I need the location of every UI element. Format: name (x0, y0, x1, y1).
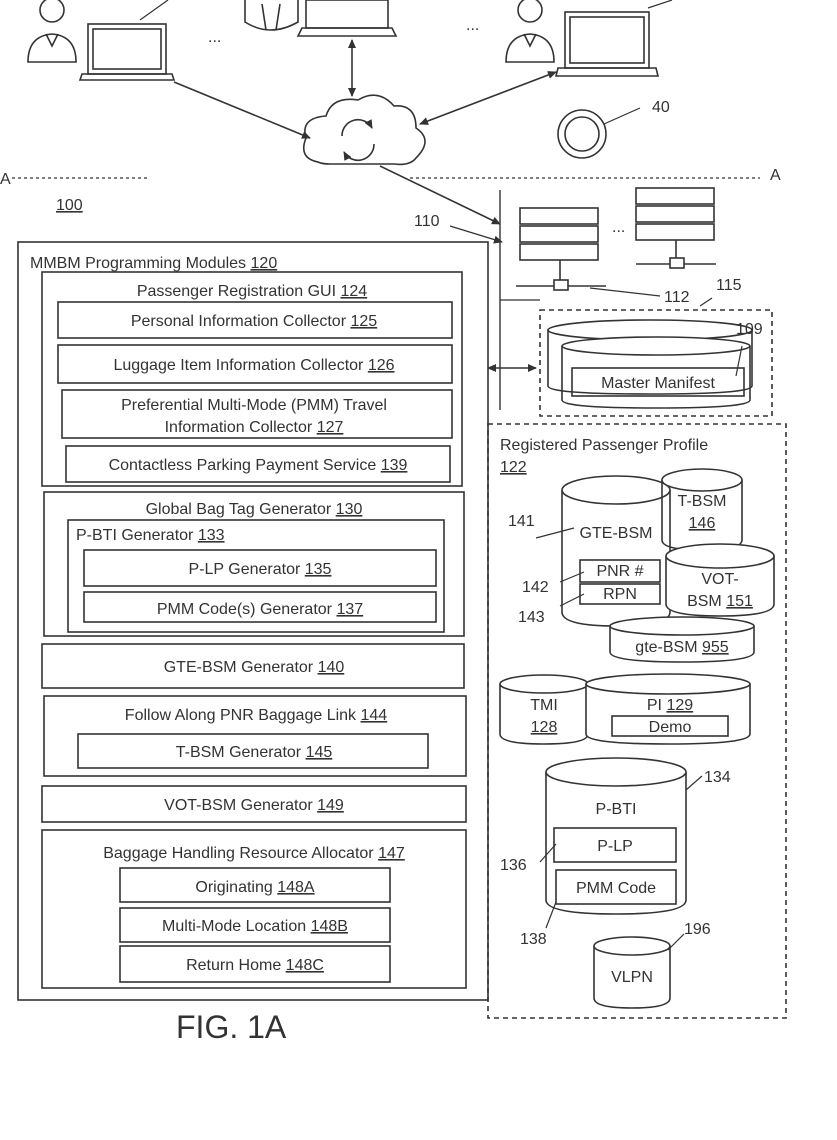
pmm-code-generator: PMM Code(s) Generator 137 (157, 601, 363, 618)
pmm-travel-collector-line1: Preferential Multi-Mode (PMM) Travel (121, 397, 387, 414)
follow-along-title: Follow Along PNR Baggage Link 144 (125, 707, 388, 724)
ref-112: 112 (664, 289, 690, 306)
parking-payment-service: Contactless Parking Payment Service 139 (109, 457, 408, 474)
tbsm-label: T-BSM (678, 493, 727, 510)
user-left-icon (28, 0, 76, 62)
vot-bsm-generator: VOT-BSM Generator 149 (164, 797, 344, 814)
global-bag-tag-title: Global Bag Tag Generator 130 (146, 501, 363, 518)
profile-title: Registered Passenger Profile (500, 437, 708, 454)
gte-bsm-label: GTE-BSM (580, 525, 653, 542)
pnr-label: PNR # (596, 563, 643, 580)
servers-ellipsis: ... (612, 219, 625, 236)
section-marker-right: A (770, 167, 781, 184)
gte-bsm-cylinder (562, 476, 670, 626)
vlpn-label: VLPN (611, 969, 653, 986)
device-ring-icon (558, 110, 606, 158)
server-right-icon (636, 188, 716, 268)
modules-title: MMBM Programming Modules 120 (30, 255, 277, 272)
ref-196: 196 (684, 921, 711, 938)
cloud-network-icon (304, 95, 425, 164)
section-marker-left: A (0, 171, 11, 188)
laptop-right-icon (556, 12, 658, 76)
allocator-multi-mode: Multi-Mode Location 148B (162, 918, 348, 935)
registration-gui-box (42, 272, 462, 486)
figure-caption: FIG. 1A (176, 1009, 287, 1045)
ref-143: 143 (518, 609, 545, 626)
user-center-icon (245, 0, 298, 30)
laptop-center-icon (298, 0, 396, 36)
luggage-info-collector: Luggage Item Information Collector 126 (113, 357, 394, 374)
pbti-generator-title: P-BTI Generator 133 (76, 527, 225, 544)
master-manifest-label: Master Manifest (601, 375, 715, 392)
resource-allocator-title: Baggage Handling Resource Allocator 147 (103, 845, 405, 862)
user-right-icon (506, 0, 554, 62)
vot-bsm-label-line1: VOT- (701, 571, 738, 588)
laptop-left-icon (80, 24, 174, 80)
plp-generator: P-LP Generator 135 (189, 561, 332, 578)
master-manifest-database (548, 320, 752, 408)
rpn-label: RPN (603, 586, 637, 603)
ref-142: 142 (522, 579, 549, 596)
gte-bsm-small-label: gte-BSM 955 (635, 639, 729, 656)
allocator-return-home: Return Home 148C (186, 957, 324, 974)
tmi-ref: 128 (531, 719, 558, 736)
pmm-code-label: PMM Code (576, 880, 656, 897)
personal-info-collector: Personal Information Collector 125 (131, 313, 377, 330)
demo-label: Demo (649, 719, 692, 736)
ref-109: 109 (736, 321, 763, 338)
tbsm-ref: 146 (689, 515, 716, 532)
pbti-label: P-BTI (596, 801, 637, 818)
ref-134: 134 (704, 769, 731, 786)
ref-40: 40 (652, 99, 670, 116)
ref-110: 110 (414, 213, 440, 230)
tbsm-generator: T-BSM Generator 145 (176, 744, 333, 761)
ellipsis-left: ... (208, 29, 221, 46)
ref-100: 100 (56, 197, 83, 214)
pi-label: PI 129 (647, 697, 693, 714)
ref-115: 115 (716, 277, 742, 294)
tmi-label: TMI (530, 697, 558, 714)
ref-141: 141 (508, 513, 535, 530)
plp-label: P-LP (597, 838, 633, 855)
ref-136: 136 (500, 857, 527, 874)
registration-title: Passenger Registration GUI 124 (137, 283, 367, 300)
server-left-icon (516, 208, 606, 290)
ellipsis-right: ... (466, 17, 479, 34)
gte-bsm-generator: GTE-BSM Generator 140 (164, 659, 345, 676)
pmm-travel-collector-line2: Information Collector 127 (165, 419, 344, 436)
ref-138: 138 (520, 931, 547, 948)
vot-bsm-label-line2: BSM 151 (687, 593, 753, 610)
profile-ref: 122 (500, 459, 527, 476)
allocator-originating: Originating 148A (195, 879, 315, 896)
